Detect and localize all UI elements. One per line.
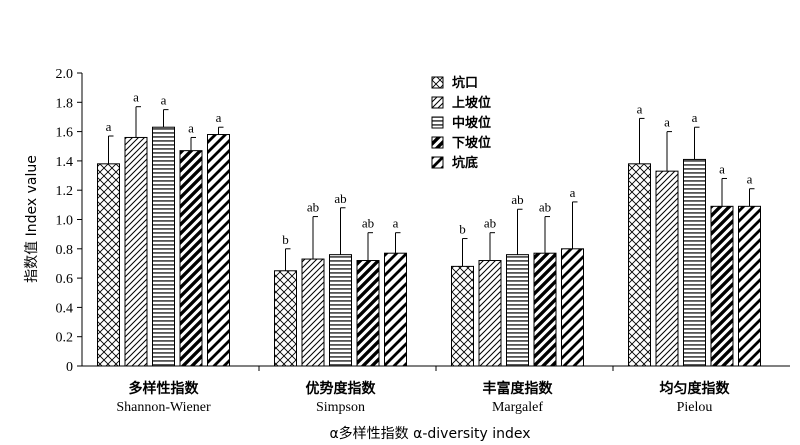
category-label-cn: 均匀度指数 [660, 380, 731, 397]
bar [655, 170, 679, 367]
bar [710, 205, 734, 367]
significance-label: a [216, 110, 222, 125]
significance-label: a [133, 90, 139, 105]
bar [628, 163, 651, 367]
y-tick-label: 1.8 [56, 96, 74, 111]
y-axis-title: 指数值 Index value [24, 155, 40, 283]
y-tick-label: 0 [66, 360, 73, 375]
significance-label: ab [334, 191, 346, 206]
significance-label: b [459, 222, 466, 237]
bar [506, 254, 529, 367]
y-axis: 0 0.2 0.4 0.6 0.8 1.0 1.2 1.4 1.6 1.8 2.0 [56, 67, 83, 375]
legend-swatch [431, 116, 444, 129]
legend-swatch [431, 156, 444, 169]
significance-label: a [570, 185, 576, 200]
y-tick-label: 1.4 [56, 155, 74, 170]
y-tick-label: 0.2 [56, 331, 74, 346]
category-label-cn: 丰富度指数 [483, 380, 554, 397]
bar [207, 134, 230, 367]
significance-label: a [106, 119, 112, 134]
significance-label: ab [484, 216, 496, 231]
y-tick-label: 0.4 [56, 301, 74, 316]
significance-label: ab [511, 192, 523, 207]
category-label-en: Simpson [316, 400, 365, 415]
legend-swatch [431, 76, 444, 89]
significance-label: a [161, 93, 167, 108]
significance-label: a [692, 110, 698, 125]
x-axis [82, 365, 790, 371]
legend-swatch [431, 136, 444, 149]
bar [329, 254, 352, 367]
significance-label: ab [539, 200, 551, 215]
bar [683, 158, 706, 367]
category-label-cn: 优势度指数 [306, 380, 377, 397]
significance-label: a [637, 101, 643, 116]
y-tick-label: 1.2 [56, 184, 74, 199]
legend-label: 中坡位 [452, 115, 491, 131]
category-labels: 多样性指数 Shannon-Wiener 优势度指数 Simpson 丰富度指数 Marg… [116, 380, 730, 415]
significance-label: a [747, 172, 753, 187]
legend-swatch [431, 96, 444, 109]
significance-label: ab [362, 216, 374, 231]
significance-label: a [664, 115, 670, 130]
bar [561, 248, 584, 367]
significance-label: ab [307, 200, 319, 215]
bar [274, 270, 297, 367]
legend-label: 下坡位 [452, 135, 491, 151]
y-tick-label: 0.6 [56, 272, 74, 287]
legend-label: 坑底 [452, 155, 478, 171]
category-label-en: Pielou [677, 400, 713, 415]
y-tick-label: 0.8 [56, 243, 74, 258]
significance-label: b [282, 232, 289, 247]
bar [124, 136, 148, 367]
significance-label: a [393, 216, 399, 231]
significance-label: a [188, 120, 194, 135]
legend-label: 上坡位 [452, 95, 491, 111]
category-label-en: Shannon-Wiener [116, 400, 211, 415]
legend-label: 坑口 [452, 75, 478, 91]
bar [533, 252, 557, 367]
bar [478, 260, 502, 367]
bar [738, 205, 761, 367]
bar [97, 163, 120, 367]
bar [152, 126, 175, 367]
significance-label: a [719, 161, 725, 176]
y-tick-label: 2.0 [56, 67, 74, 82]
bar [451, 265, 474, 367]
y-tick-label: 1.0 [56, 214, 74, 229]
x-axis-title: α多样性指数 α-diversity index [329, 425, 530, 442]
category-label-en: Margalef [492, 400, 543, 415]
category-label-cn: 多样性指数 [129, 380, 200, 397]
bar [179, 150, 203, 367]
bar [301, 258, 325, 367]
bar [356, 260, 380, 367]
bar [384, 252, 407, 367]
y-tick-label: 1.6 [56, 126, 74, 141]
